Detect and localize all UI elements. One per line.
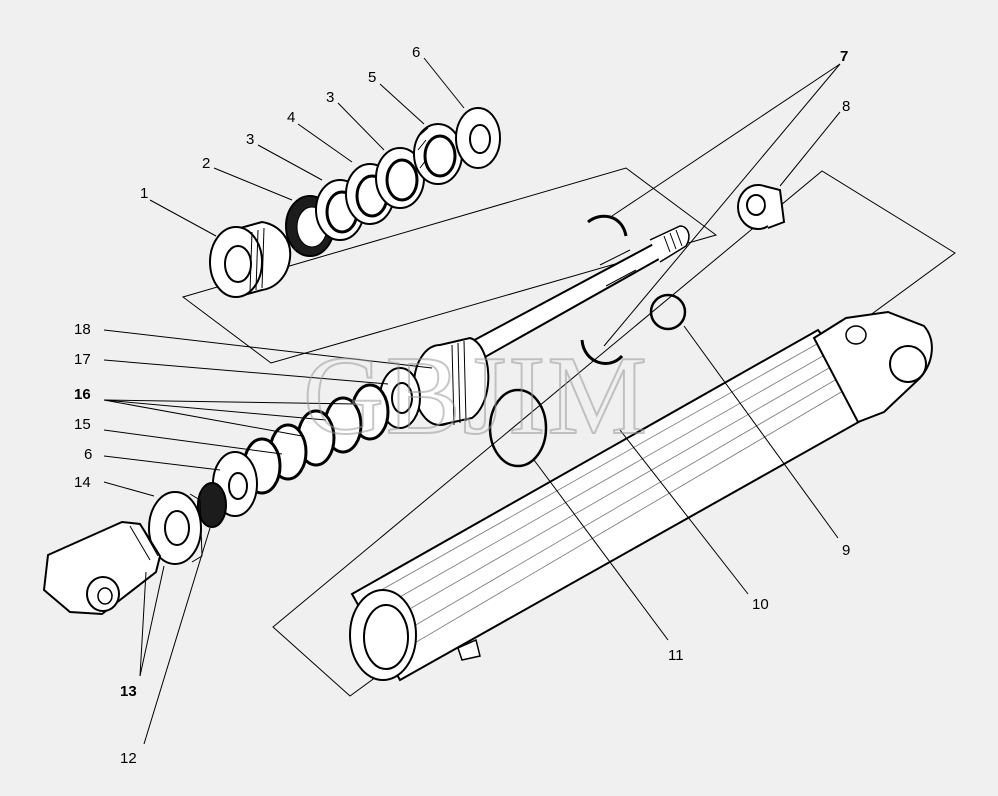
callout-10: 10 [752, 596, 769, 613]
callout-13: 13 [120, 683, 137, 700]
callout-7: 7 [840, 48, 848, 65]
callout-18: 18 [74, 321, 91, 338]
callout-6b: 6 [84, 446, 92, 463]
callout-14: 14 [74, 474, 91, 491]
reference-planes [181, 167, 956, 697]
small-parts [488, 184, 786, 468]
chevron-seals [315, 147, 425, 241]
seal-stack [209, 107, 501, 298]
callout-9: 9 [842, 542, 850, 559]
callout-17: 17 [74, 351, 91, 368]
callout-4: 4 [287, 109, 295, 126]
callout-15: 15 [74, 416, 91, 433]
backup-ring-part-5 [413, 123, 463, 185]
callout-6a: 6 [412, 44, 420, 61]
watermark-text: GBJIM [303, 334, 649, 458]
callout-16: 16 [74, 386, 91, 403]
callout-2: 2 [202, 155, 210, 172]
callout-labels: 1 2 3 4 3 5 6 7 8 18 17 16 15 6 14 9 10 … [74, 44, 850, 767]
leader-lines [103, 57, 841, 745]
callout-1: 1 [140, 185, 148, 202]
cylinder-barrel [349, 310, 933, 682]
callout-11: 11 [668, 647, 684, 664]
callout-3b: 3 [326, 89, 334, 106]
callout-8: 8 [842, 98, 850, 115]
washer-part-6 [455, 107, 501, 169]
rod-eye-end [42, 520, 162, 616]
callout-5: 5 [368, 69, 376, 86]
guide-nut-part [209, 220, 292, 298]
callout-3a: 3 [246, 131, 254, 148]
callout-12: 12 [120, 750, 137, 767]
piston-rod-assembly [42, 225, 690, 616]
